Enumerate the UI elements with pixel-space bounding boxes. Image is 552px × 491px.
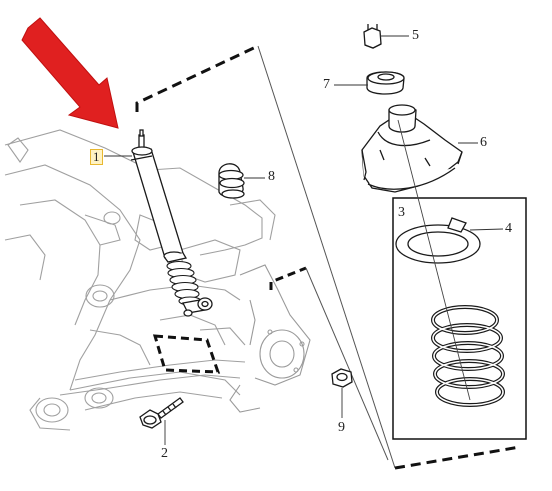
guide-line-hub <box>305 267 389 461</box>
callout-4: 4 <box>505 221 512 236</box>
rubber-bush <box>366 71 405 95</box>
leader-lines <box>104 35 504 445</box>
lower-arm <box>69 371 241 411</box>
callout-9: 9 <box>338 420 345 435</box>
top-nut <box>363 24 382 49</box>
spring-seat <box>395 217 481 264</box>
coil-spring <box>431 305 505 407</box>
wheel-hub <box>229 264 311 413</box>
rear-subframe <box>4 129 276 431</box>
spring-assembly-box <box>392 197 527 440</box>
spring-axis-line <box>397 119 471 401</box>
callout-5: 5 <box>412 28 419 43</box>
nut <box>331 368 353 388</box>
red-arrow-icon <box>21 17 119 129</box>
left-dashed-bracket <box>135 44 259 112</box>
shock-absorber <box>130 129 213 317</box>
bump-stop <box>218 163 245 199</box>
callout-6: 6 <box>480 135 487 150</box>
callout-7: 7 <box>323 77 330 92</box>
hub-dashed-bracket <box>152 266 307 374</box>
callout-2: 2 <box>161 446 168 461</box>
callout-3: 3 <box>398 205 405 220</box>
coil-spring-inner <box>432 306 504 406</box>
callout-8: 8 <box>268 169 275 184</box>
bolt <box>139 397 184 429</box>
callout-1: 1 <box>90 149 103 165</box>
bottom-dashed-bracket <box>394 445 521 470</box>
guide-line-left <box>257 45 396 469</box>
top-mount <box>361 104 463 193</box>
